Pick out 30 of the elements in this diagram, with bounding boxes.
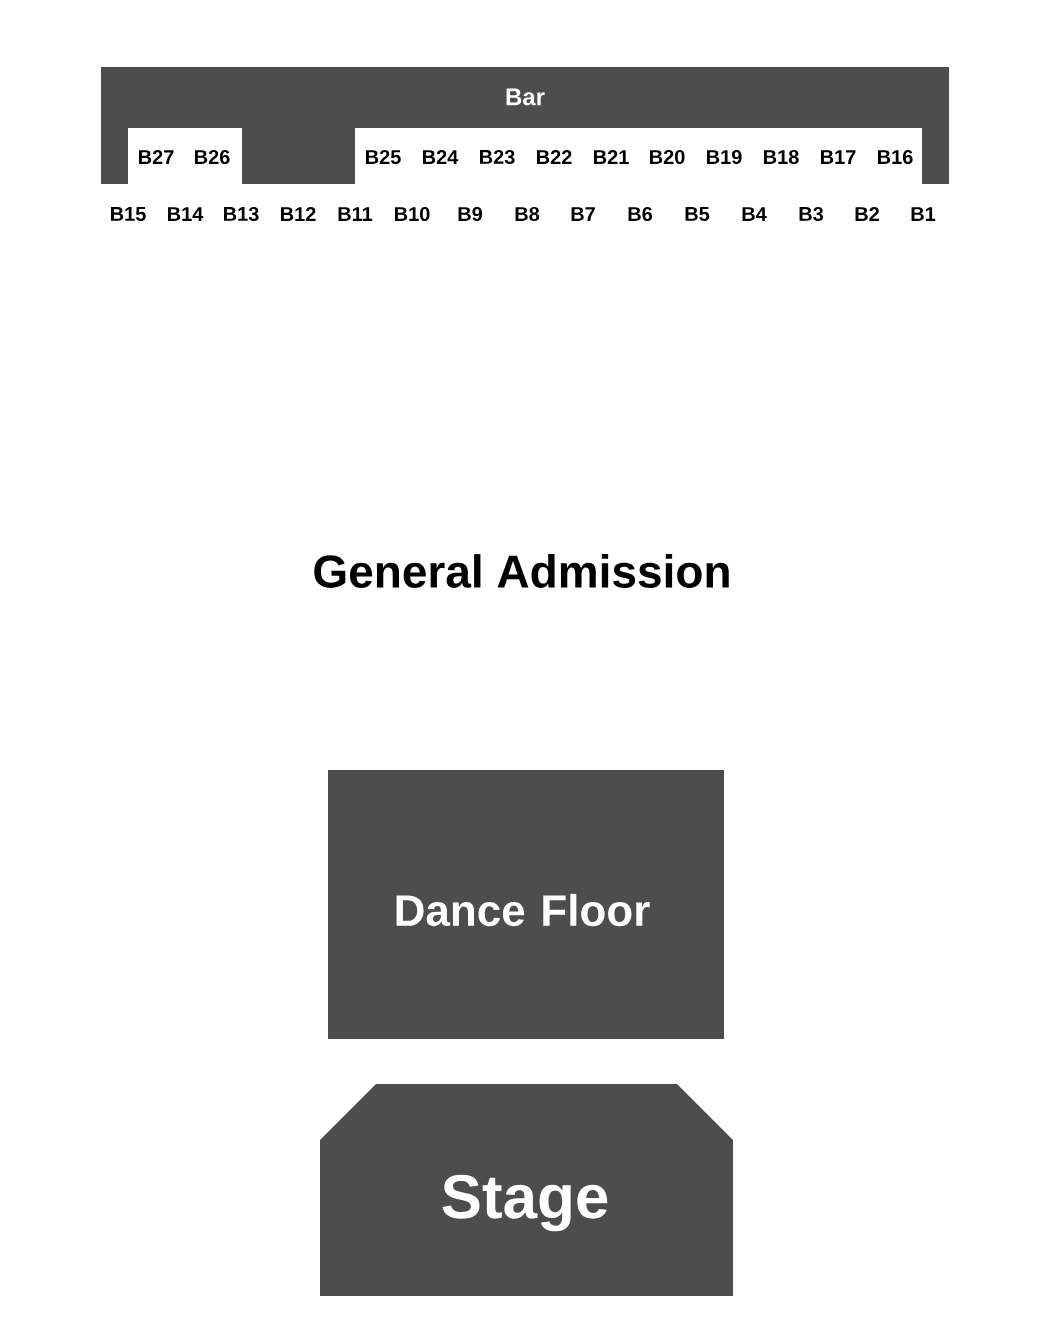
stage: Stage: [320, 1084, 733, 1296]
table-number: B2: [855, 207, 879, 221]
table-number: B5: [685, 207, 710, 221]
table-number: B1: [911, 207, 936, 221]
table-number: B21: [594, 150, 629, 164]
table-number: B4: [742, 207, 767, 221]
table-number: B26: [195, 149, 230, 165]
table-number: B9: [458, 206, 483, 222]
table-number: B11: [338, 207, 373, 221]
table-number: B25: [366, 149, 401, 165]
table-number: B20: [650, 149, 685, 165]
table-number: B23: [480, 149, 515, 165]
table-number: B24: [423, 150, 459, 164]
table-number: B6: [628, 206, 653, 222]
area-label: General Admission: [314, 554, 729, 588]
table-number: B19: [707, 149, 742, 165]
table-number: B22: [537, 150, 572, 164]
table-number: B3: [799, 206, 824, 222]
table-number: B14: [168, 207, 204, 221]
table-number: B8: [515, 206, 540, 222]
dance-floor: Dance Floor: [328, 770, 724, 1039]
table-number: B10: [395, 206, 430, 222]
table-number: B13: [224, 206, 259, 222]
table-number: B12: [281, 207, 316, 221]
table-number: B15: [111, 207, 146, 221]
table-number: B17: [821, 150, 856, 164]
table-number: B27: [139, 150, 174, 164]
table-number: B7: [571, 207, 595, 221]
table-number: B16: [878, 149, 913, 165]
table-number: B18: [764, 149, 799, 165]
